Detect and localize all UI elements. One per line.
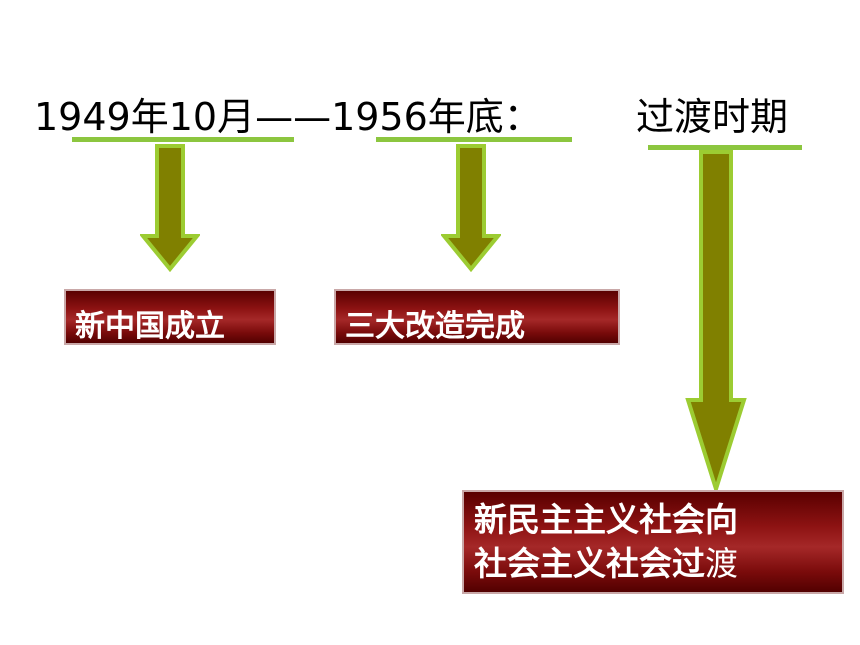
event-box-transformation: 三大改造完成 xyxy=(334,289,620,345)
timeline-heading: 1949年10月——1956年底： xyxy=(34,98,542,136)
event-box-founding: 新中国成立 xyxy=(64,289,276,345)
start-date: 1949年10月 xyxy=(34,95,256,139)
down-arrow-3 xyxy=(685,150,747,492)
date-dash: —— xyxy=(255,95,332,139)
down-arrow-2 xyxy=(441,144,501,272)
heading-colon: ： xyxy=(503,95,542,139)
end-date-underline xyxy=(376,137,572,142)
start-date-underline xyxy=(72,137,294,142)
period-underline xyxy=(648,145,802,150)
period-title: 过渡时期 xyxy=(636,95,789,139)
down-arrow-1 xyxy=(140,144,200,272)
transition-line-1: 新民主主义社会向 xyxy=(474,500,738,539)
transition-box: 新民主主义社会向 社会主义社会过渡 xyxy=(462,490,844,594)
end-date: 1956年底 xyxy=(331,95,504,139)
transition-line-2: 社会主义社会过渡 xyxy=(474,544,738,583)
